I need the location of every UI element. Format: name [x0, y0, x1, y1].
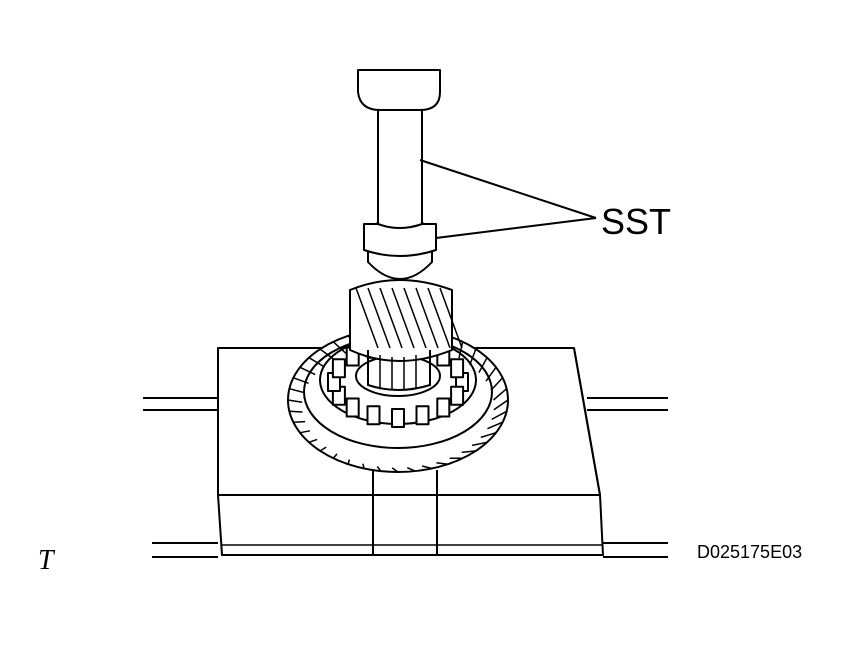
sst-tool: [357, 69, 441, 280]
corner-mark: T: [38, 545, 54, 576]
large-gear: [287, 327, 509, 473]
figure-id: D025175E03: [697, 542, 803, 562]
support-rails: [143, 397, 668, 558]
sst-leader-lines: [419, 159, 597, 239]
small-helical-gear: [349, 279, 463, 391]
sst-callout-label: SST: [601, 201, 672, 242]
